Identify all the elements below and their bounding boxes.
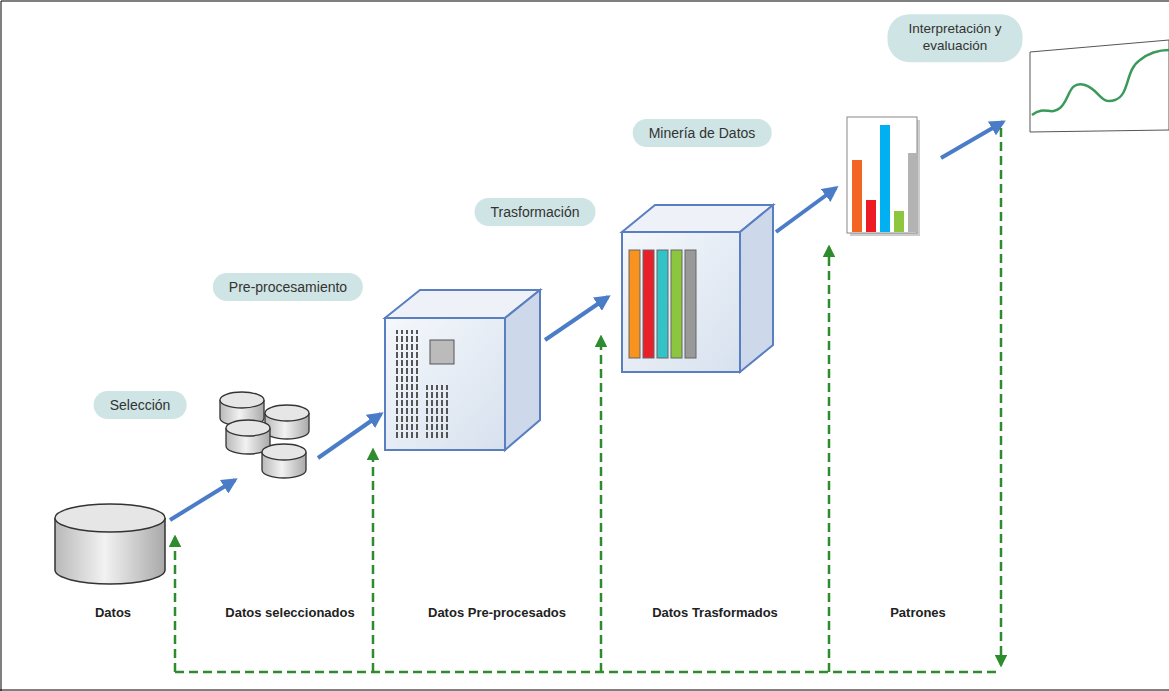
stage-pill: Selección [94, 391, 187, 419]
stage-name: Interpretación y evaluación [900, 21, 1011, 55]
selected-data-icon [220, 392, 309, 478]
stage-data-label: Datos Pre-procesados [425, 604, 569, 621]
stage-data-label: Datos seleccionados [222, 604, 357, 621]
knowledge-line-chart [1030, 40, 1169, 132]
transformed-cube [622, 205, 773, 372]
stage-pill: Trasformación [475, 198, 596, 226]
stage-name: Trasformación [491, 204, 580, 220]
stage-data-label: Datos Trasformados [649, 604, 781, 621]
server-cube [385, 290, 540, 450]
stage-data-label: Datos [92, 604, 134, 621]
feedback-line [175, 128, 1001, 672]
database-icon [55, 504, 165, 584]
stage-data-label: Patrones [887, 604, 949, 621]
stage-name: Minería de Datos [649, 125, 756, 141]
process-arrow [170, 122, 1003, 520]
stage-pill: Minería de Datos [633, 119, 772, 147]
stage-name: Pre-procesamiento [229, 279, 347, 295]
stage-pill: Interpretación y evaluación [888, 14, 1023, 62]
stage-name: Selección [110, 397, 171, 413]
pattern-bar-chart [847, 117, 920, 236]
stage-pill: Pre-procesamiento [213, 273, 363, 301]
frame [0, 690, 1169, 691]
